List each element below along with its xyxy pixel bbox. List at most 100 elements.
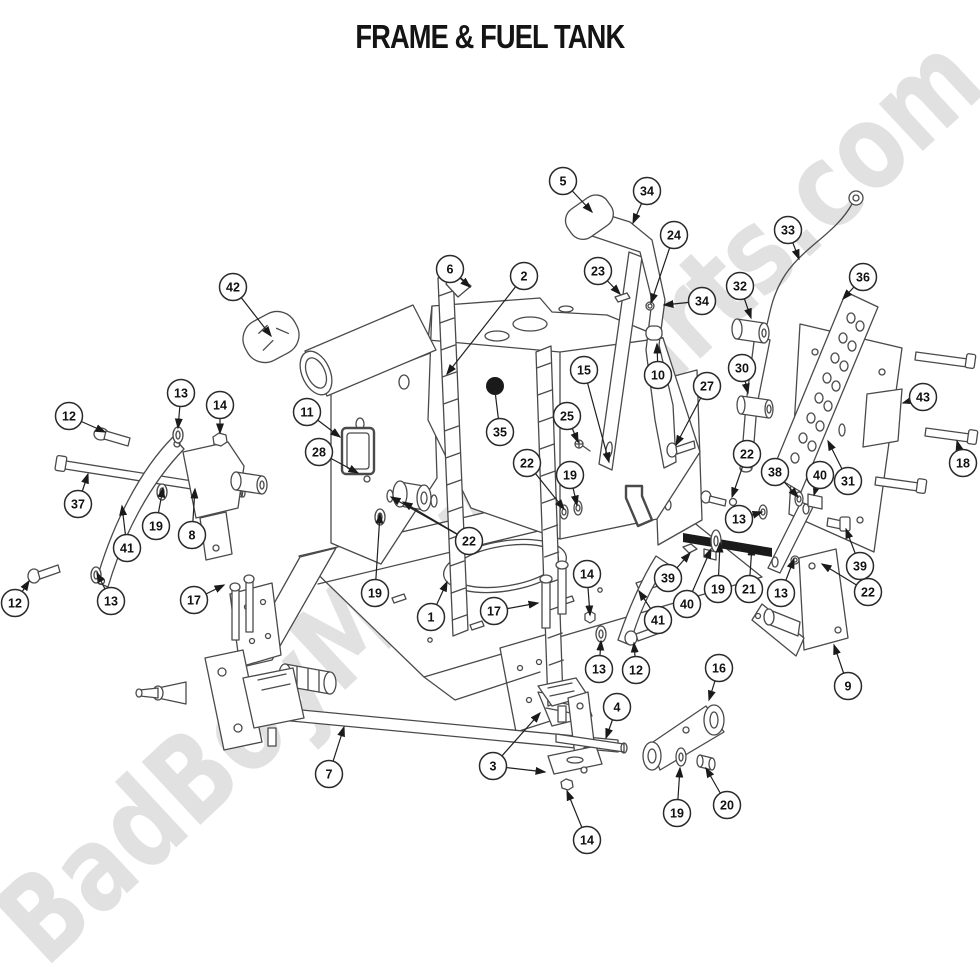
callout-number-18: 18 [956, 456, 970, 470]
callout-number-40: 40 [680, 597, 694, 611]
callout-number-14: 14 [580, 567, 594, 581]
callout-2: 2 [509, 261, 539, 291]
callout-circle-17 [179, 585, 209, 615]
leader-line-2 [446, 275, 525, 376]
callout-12: 12 [54, 401, 84, 431]
callout-23: 23 [583, 256, 613, 286]
callout-33: 33 [773, 215, 803, 245]
callout-circle-40 [672, 589, 702, 619]
callout-number-17: 17 [487, 604, 501, 618]
clip-23 [614, 292, 631, 303]
callout-circle-35 [485, 417, 515, 447]
callout-13: 13 [96, 586, 126, 616]
spacer-40 [807, 493, 823, 510]
callout-number-21: 21 [742, 582, 756, 596]
callout-number-24: 24 [667, 228, 681, 242]
callout-circle-7 [314, 759, 344, 789]
callout-circle-11 [292, 397, 322, 427]
callout-number-39: 39 [661, 571, 675, 585]
callout-41: 41 [643, 605, 673, 635]
callout-8: 8 [177, 520, 207, 550]
callout-number-36: 36 [856, 270, 870, 284]
callout-30: 30 [727, 353, 757, 383]
callout-number-34: 34 [640, 184, 654, 198]
callout-circle-19 [555, 460, 585, 490]
callout-circle-4 [602, 692, 632, 722]
callout-circle-5 [548, 166, 578, 196]
callout-circle-23 [583, 256, 613, 286]
callout-circle-41 [643, 605, 673, 635]
washer-13 [90, 566, 102, 584]
callout-43: 43 [908, 382, 938, 412]
page-title-text: FRAME & FUEL TANK [355, 17, 626, 56]
callout-13: 13 [584, 654, 614, 684]
callout-number-17: 17 [187, 593, 201, 607]
callout-12: 12 [621, 655, 651, 685]
callout-circle-9 [833, 671, 863, 701]
page-title: FRAME & FUEL TANK [0, 17, 980, 56]
washer-19 [675, 747, 687, 767]
callout-number-27: 27 [700, 379, 714, 393]
nut-14 [212, 432, 228, 447]
callout-24: 24 [659, 220, 689, 250]
lever-grip [564, 194, 614, 241]
callout-number-39: 39 [853, 559, 867, 573]
leader-line-15 [583, 369, 611, 464]
callout-circle-22 [454, 526, 484, 556]
callout-9: 9 [833, 671, 863, 701]
callout-number-2: 2 [521, 269, 528, 283]
callout-6: 6 [435, 254, 465, 284]
callout-37: 37 [63, 489, 93, 519]
callout-circle-12 [54, 401, 84, 431]
callout-27: 27 [692, 371, 722, 401]
pivot-bolt-24 [645, 301, 655, 311]
callout-31: 31 [833, 466, 863, 496]
callout-25: 25 [552, 401, 582, 431]
callout-circle-34 [687, 286, 717, 316]
callout-number-30: 30 [735, 361, 749, 375]
callout-17: 17 [479, 596, 509, 626]
callout-number-32: 32 [733, 279, 747, 293]
bolt-39 [682, 543, 698, 554]
callout-number-28: 28 [312, 445, 326, 459]
callout-circle-3 [478, 751, 508, 781]
callout-circle-21 [734, 574, 764, 604]
callout-34: 34 [687, 286, 717, 316]
callout-circle-13 [766, 578, 796, 608]
callout-circle-22 [853, 577, 883, 607]
callout-22: 22 [853, 577, 883, 607]
callout-number-10: 10 [651, 368, 665, 382]
callout-40: 40 [672, 589, 702, 619]
callout-19: 19 [360, 578, 390, 608]
pin-28 [363, 475, 371, 483]
callout-19: 19 [662, 798, 692, 828]
callout-circle-31 [833, 466, 863, 496]
callout-number-1: 1 [428, 610, 435, 624]
callout-number-19: 19 [563, 468, 577, 482]
callout-number-13: 13 [774, 586, 788, 600]
front-axle [135, 649, 619, 753]
callout-number-14: 14 [213, 398, 227, 412]
callout-circle-8 [177, 520, 207, 550]
spacer-30 [736, 395, 774, 419]
callout-circle-19 [360, 578, 390, 608]
callout-number-16: 16 [712, 661, 726, 675]
callout-19: 19 [555, 460, 585, 490]
callout-19: 19 [703, 574, 733, 604]
callout-34: 34 [632, 176, 662, 206]
callout-number-37: 37 [71, 497, 85, 511]
callout-circle-15 [569, 355, 599, 385]
callout-circle-39 [845, 551, 875, 581]
callout-circle-14 [205, 390, 235, 420]
callout-number-12: 12 [62, 409, 76, 423]
callout-number-15: 15 [577, 363, 591, 377]
callout-number-43: 43 [916, 390, 930, 404]
callout-number-13: 13 [732, 512, 746, 526]
callout-number-19: 19 [711, 582, 725, 596]
callout-20: 20 [712, 790, 742, 820]
bolt-39 [839, 516, 851, 532]
washer-22 [430, 494, 438, 508]
callout-number-31: 31 [841, 474, 855, 488]
callout-1: 1 [416, 602, 446, 632]
callout-number-19: 19 [368, 586, 382, 600]
